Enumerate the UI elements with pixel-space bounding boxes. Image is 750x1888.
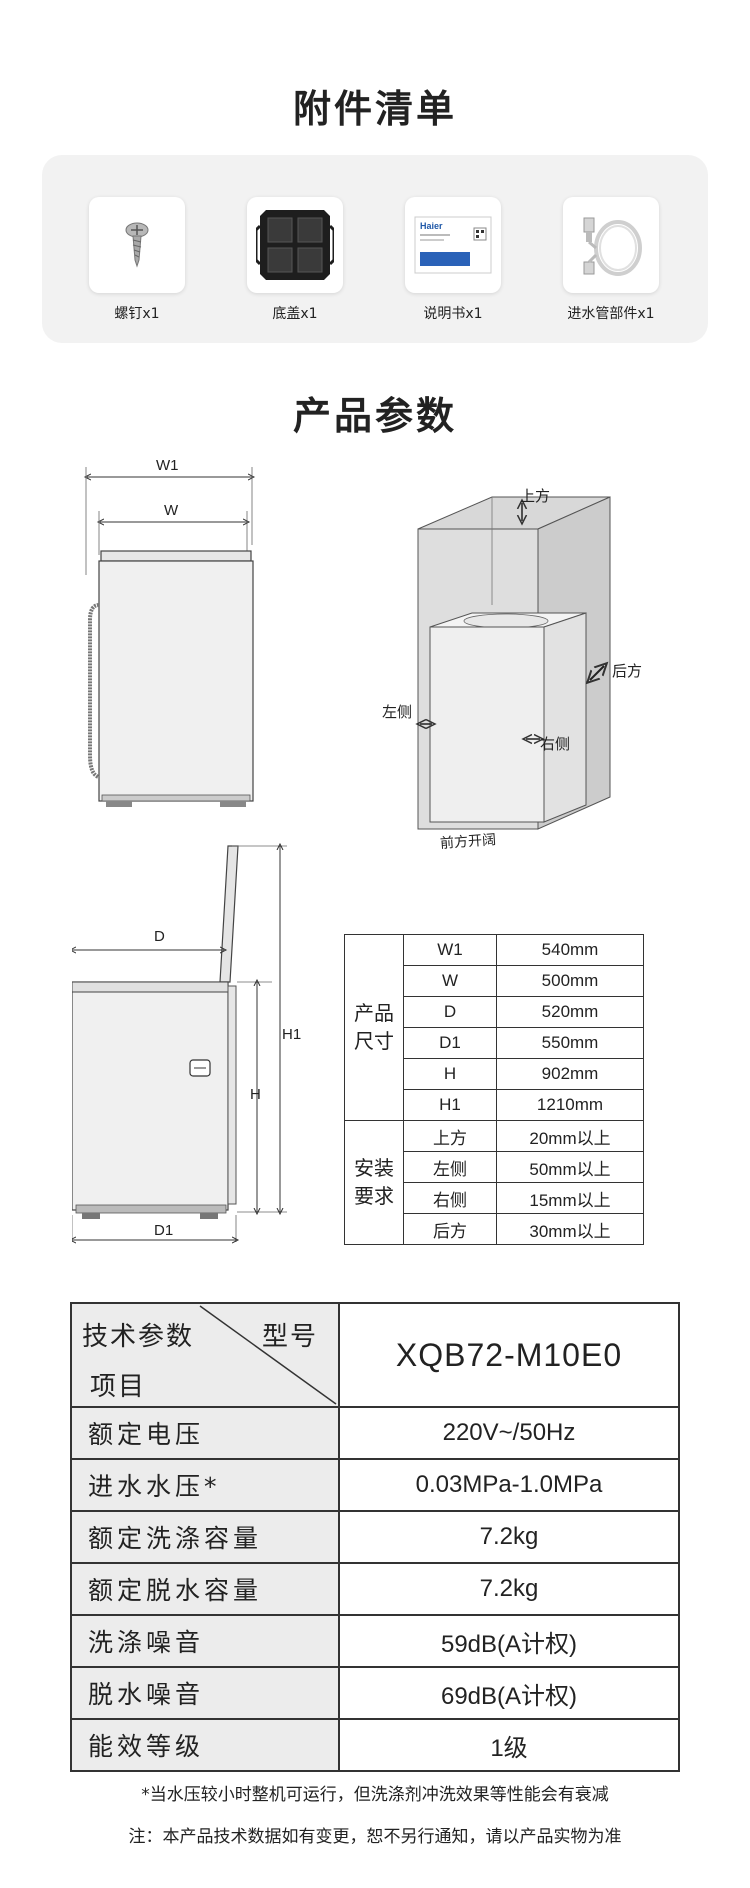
water-pressure-note: *当水压较小时整机可运行，但洗涤剂冲洗效果等性能会有衰减 bbox=[141, 1785, 609, 1805]
spec-name: 后方 bbox=[403, 1213, 497, 1245]
table-header-row: 技术参数 型号 项目 XQB72-M10E0 bbox=[70, 1302, 680, 1408]
row-value: 220V~/50Hz bbox=[338, 1406, 680, 1460]
spec-value: 540mm bbox=[496, 934, 644, 966]
model-number: XQB72-M10E0 bbox=[338, 1302, 680, 1408]
accessory-label: 底盖x1 bbox=[272, 306, 318, 322]
group-label-install: 安装 要求 bbox=[344, 1120, 404, 1245]
row-label: 额定电压 bbox=[70, 1406, 340, 1460]
spec-name: D1 bbox=[403, 1027, 497, 1059]
spec-name: D bbox=[403, 996, 497, 1028]
clearance-top-label: 上方 bbox=[520, 488, 551, 505]
row-label: 进水水压* bbox=[70, 1458, 340, 1512]
spec-name: 左侧 bbox=[403, 1151, 497, 1183]
row-value: 59dB(A计权) bbox=[338, 1614, 680, 1668]
clearance-right-label: 右侧 bbox=[540, 736, 571, 753]
header-item: 项目 bbox=[90, 1372, 147, 1402]
inlet-hose-icon bbox=[563, 197, 659, 293]
spec-value: 20mm以上 bbox=[496, 1120, 644, 1152]
row-value: 0.03MPa-1.0MPa bbox=[338, 1458, 680, 1512]
install-clearance-drawing: 上方 后方 左侧 右侧 前方开阔 bbox=[380, 475, 650, 855]
spec-value: 520mm bbox=[496, 996, 644, 1028]
spec-value: 550mm bbox=[496, 1027, 644, 1059]
accessory-label: 螺钉x1 bbox=[114, 306, 160, 322]
spec-name: 上方 bbox=[403, 1120, 497, 1152]
side-view-drawing: D H H1 D1 bbox=[72, 840, 302, 1250]
table-row: 产品 尺寸 W1 540mm bbox=[344, 934, 644, 1121]
dim-w1-label: W1 bbox=[156, 457, 179, 474]
row-value: 7.2kg bbox=[338, 1510, 680, 1564]
dim-d-label: D bbox=[154, 928, 165, 945]
accessory-label: 说明书x1 bbox=[423, 306, 483, 322]
clearance-left-label: 左侧 bbox=[382, 704, 413, 721]
spec-name: H bbox=[403, 1058, 497, 1090]
spec-value: 15mm以上 bbox=[496, 1182, 644, 1214]
disclaimer-note: 注：本产品技术数据如有变更，恕不另行通知，请以产品实物为准 bbox=[128, 1827, 622, 1847]
dim-h1-label: H1 bbox=[282, 1026, 302, 1043]
accessory-screw: 螺钉x1 bbox=[82, 197, 192, 323]
accessories-title: 附件清单 bbox=[292, 87, 457, 131]
tech-header-cell: 技术参数 型号 项目 bbox=[70, 1302, 340, 1408]
dim-w-label: W bbox=[164, 502, 179, 519]
front-view-drawing: W1 W bbox=[72, 455, 272, 815]
clearance-front-label: 前方开阔 bbox=[439, 831, 497, 851]
params-title: 产品参数 bbox=[292, 394, 457, 438]
table-row: 安装 要求 上方 20mm以上 bbox=[344, 1120, 644, 1245]
accessory-label: 进水管部件x1 bbox=[567, 306, 655, 322]
accessory-bottom-cover: 底盖x1 bbox=[240, 197, 350, 323]
clearance-back-label: 后方 bbox=[612, 663, 643, 680]
row-label: 额定脱水容量 bbox=[70, 1562, 340, 1616]
row-value: 69dB(A计权) bbox=[338, 1666, 680, 1720]
row-value: 1级 bbox=[338, 1718, 680, 1772]
spec-name: W1 bbox=[403, 934, 497, 966]
manual-icon: Haier bbox=[405, 197, 501, 293]
group-label-size: 产品 尺寸 bbox=[344, 934, 404, 1121]
row-label: 能效等级 bbox=[70, 1718, 340, 1772]
spec-name: H1 bbox=[403, 1089, 497, 1121]
accessory-inlet-hose: 进水管部件x1 bbox=[556, 197, 666, 323]
screw-icon bbox=[89, 197, 185, 293]
accessory-manual: Haier 说明书x1 bbox=[398, 197, 508, 323]
bottom-cover-icon bbox=[247, 197, 343, 293]
row-label: 脱水噪音 bbox=[70, 1666, 340, 1720]
spec-value: 50mm以上 bbox=[496, 1151, 644, 1183]
spec-value: 500mm bbox=[496, 965, 644, 997]
manual-brand: Haier bbox=[420, 221, 443, 231]
spec-value: 1210mm bbox=[496, 1089, 644, 1121]
header-model: 型号 bbox=[262, 1322, 319, 1352]
header-tech-params: 技术参数 bbox=[82, 1322, 195, 1352]
row-label: 额定洗涤容量 bbox=[70, 1510, 340, 1564]
row-label: 洗涤噪音 bbox=[70, 1614, 340, 1668]
spec-value: 30mm以上 bbox=[496, 1213, 644, 1245]
row-value: 7.2kg bbox=[338, 1562, 680, 1616]
dim-h-label: H bbox=[250, 1086, 261, 1103]
spec-name: 右侧 bbox=[403, 1182, 497, 1214]
table-row: 进水水压*0.03MPa-1.0MPa bbox=[70, 1458, 680, 1512]
dim-d1-label: D1 bbox=[154, 1222, 174, 1239]
spec-value: 902mm bbox=[496, 1058, 644, 1090]
spec-name: W bbox=[403, 965, 497, 997]
